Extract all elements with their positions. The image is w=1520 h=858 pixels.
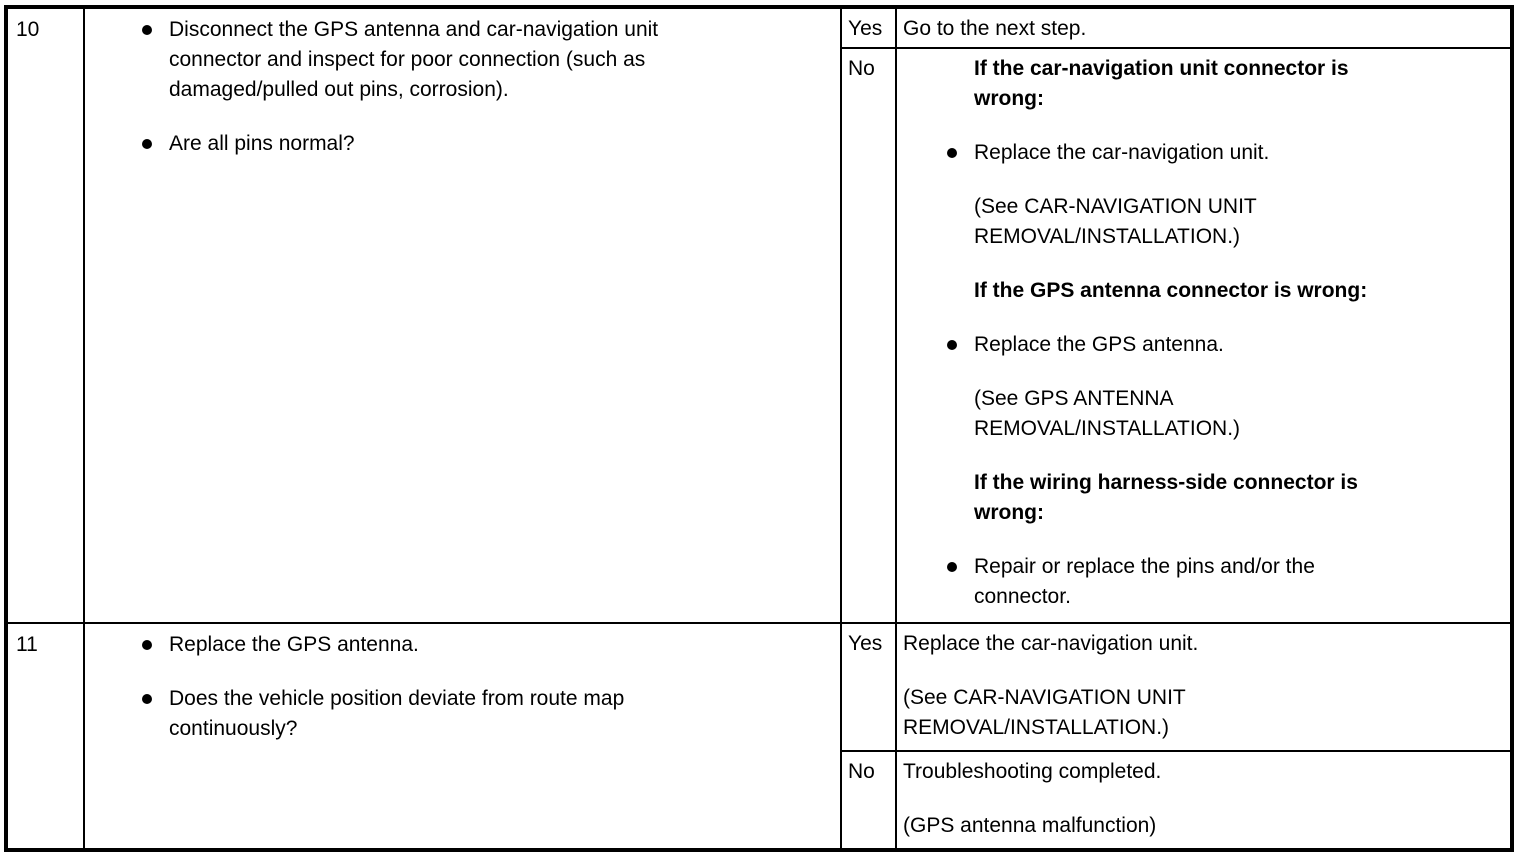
answer-cell: No bbox=[842, 49, 897, 622]
step-number-cell: 11 bbox=[8, 624, 85, 848]
inspection-bullet-item: Replace the GPS antenna. bbox=[142, 630, 828, 660]
inspection-text: Disconnect the GPS antenna and car-navig… bbox=[169, 18, 659, 101]
action-cell: Go to the next step. bbox=[897, 9, 1510, 47]
bullet-icon bbox=[142, 129, 169, 149]
action-note: (See CAR-NAVIGATION UNIT REMOVAL/INSTALL… bbox=[974, 195, 1257, 248]
step-row-10: 10 Disconnect the GPS antenna and car-na… bbox=[8, 9, 1510, 622]
result-branch-no: No If the car-navigation unit connector … bbox=[842, 47, 1510, 622]
action-text: Replace the car-navigation unit. bbox=[974, 141, 1270, 164]
inspection-text: Does the vehicle position deviate from r… bbox=[169, 687, 625, 740]
action-bullet-item: Repair or replace the pins and/or the co… bbox=[947, 552, 1498, 612]
answer-label: No bbox=[848, 57, 875, 80]
bullet-icon bbox=[142, 630, 169, 650]
action-cell: If the car-navigation unit connector is … bbox=[897, 49, 1510, 622]
bullet-icon bbox=[142, 684, 169, 704]
inspection-bullet-item: Are all pins normal? bbox=[142, 129, 828, 159]
answer-cell: Yes bbox=[842, 9, 897, 47]
bullet-icon bbox=[947, 138, 974, 158]
step-row-11: 11 Replace the GPS antenna. Does the veh… bbox=[8, 622, 1510, 848]
answer-cell: No bbox=[842, 752, 897, 848]
action-bullet-item: Replace the GPS antenna. bbox=[947, 330, 1498, 360]
inspection-text: Replace the GPS antenna. bbox=[169, 633, 419, 656]
bullet-icon bbox=[947, 330, 974, 350]
inspection-bullet-item: Disconnect the GPS antenna and car-navig… bbox=[142, 15, 828, 105]
action-note: (See GPS ANTENNA REMOVAL/INSTALLATION.) bbox=[974, 387, 1241, 440]
answer-label: Yes bbox=[848, 632, 883, 655]
step-number-cell: 10 bbox=[8, 9, 85, 622]
action-text: Repair or replace the pins and/or the co… bbox=[974, 555, 1315, 608]
action-text: Replace the car-navigation unit. bbox=[903, 632, 1199, 655]
action-heading: If the car-navigation unit connector is … bbox=[974, 57, 1349, 110]
answer-label: Yes bbox=[848, 17, 883, 40]
inspection-cell: Disconnect the GPS antenna and car-navig… bbox=[85, 9, 842, 622]
result-branch-no: No Troubleshooting completed. (GPS anten… bbox=[842, 750, 1510, 848]
result-branch-yes: Yes Replace the car-navigation unit. (Se… bbox=[842, 624, 1510, 750]
action-text: (See CAR-NAVIGATION UNIT REMOVAL/INSTALL… bbox=[903, 686, 1186, 739]
action-cell: Replace the car-navigation unit. (See CA… bbox=[897, 624, 1510, 750]
answer-cell: Yes bbox=[842, 624, 897, 750]
step-number: 10 bbox=[16, 18, 40, 41]
action-heading: If the wiring harness-side connector is … bbox=[974, 471, 1358, 524]
troubleshooting-table: 10 Disconnect the GPS antenna and car-na… bbox=[4, 5, 1514, 852]
bullet-icon bbox=[947, 552, 974, 572]
action-bullet-item: Replace the car-navigation unit. bbox=[947, 138, 1498, 168]
result-branch-yes: Yes Go to the next step. bbox=[842, 9, 1510, 47]
action-heading: If the GPS antenna connector is wrong: bbox=[974, 279, 1368, 302]
step-number: 11 bbox=[16, 633, 38, 656]
action-text: (GPS antenna malfunction) bbox=[903, 814, 1157, 837]
action-text: Troubleshooting completed. bbox=[903, 760, 1162, 783]
inspection-cell: Replace the GPS antenna. Does the vehicl… bbox=[85, 624, 842, 848]
action-text: Go to the next step. bbox=[903, 17, 1087, 40]
bullet-icon bbox=[142, 15, 169, 35]
inspection-bullet-item: Does the vehicle position deviate from r… bbox=[142, 684, 828, 744]
inspection-text: Are all pins normal? bbox=[169, 132, 355, 155]
action-cell: Troubleshooting completed. (GPS antenna … bbox=[897, 752, 1510, 848]
answer-label: No bbox=[848, 760, 875, 783]
results-cell: Yes Go to the next step. No If the car-n… bbox=[842, 9, 1510, 622]
action-text: Replace the GPS antenna. bbox=[974, 333, 1224, 356]
results-cell: Yes Replace the car-navigation unit. (Se… bbox=[842, 624, 1510, 848]
